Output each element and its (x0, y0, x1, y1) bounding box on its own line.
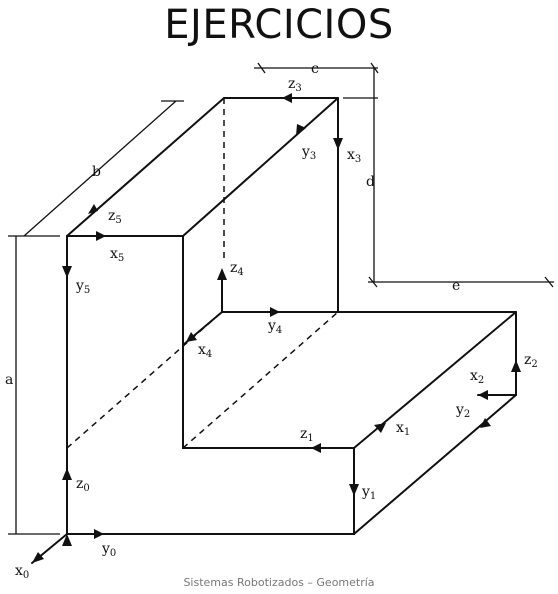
z2-subscript: 2 (531, 359, 537, 370)
svg-text:y2: y2 (455, 402, 470, 420)
dimension-label-c: c (311, 61, 319, 77)
x5-subscript: 5 (118, 253, 124, 264)
arrowhead (62, 534, 72, 546)
y1-subscript: 1 (370, 491, 376, 502)
arrowhead (282, 93, 292, 103)
frame-2: z2 x2 y2 (455, 352, 538, 428)
svg-text:y0: y0 (101, 541, 116, 559)
x1-subscript: 1 (404, 427, 410, 438)
svg-text:x3: x3 (347, 147, 361, 165)
y5-subscript: 5 (84, 285, 90, 296)
svg-text:x4: x4 (198, 342, 212, 360)
arrowhead (333, 138, 343, 150)
arrowhead (374, 423, 386, 433)
svg-text:x2: x2 (470, 368, 484, 386)
dimension-d: d (343, 68, 378, 282)
svg-text:z2: z2 (524, 352, 538, 370)
x3-subscript: 3 (355, 154, 361, 165)
z4-label: z (230, 260, 237, 276)
arrowhead (349, 484, 359, 496)
y0-subscript: 0 (110, 548, 116, 559)
z0-subscript: 0 (83, 483, 89, 494)
hidden-edges (66, 98, 339, 449)
x4-label: x (198, 342, 206, 358)
y3-label: y (301, 144, 310, 160)
x5-label: x (110, 246, 118, 262)
arrowhead (62, 468, 72, 480)
z1-label: z (300, 426, 307, 442)
y1-label: y (361, 484, 370, 500)
arrowhead (186, 332, 197, 342)
z5-label: z (108, 208, 115, 224)
z2-label: z (524, 352, 531, 368)
dimension-b: b (23, 100, 184, 237)
frame-0: z0 y0 x0 (15, 465, 116, 581)
z5-subscript: 5 (115, 215, 121, 226)
svg-text:y3: y3 (301, 144, 316, 162)
x0-subscript: 0 (23, 570, 29, 581)
page-title: EJERCICIOS (164, 2, 394, 48)
x4-subscript: 4 (206, 349, 212, 360)
y5-label: y (75, 278, 84, 294)
footer-caption: Sistemas Robotizados – Geometría (183, 576, 375, 589)
svg-text:y4: y4 (267, 318, 282, 336)
dimension-label-d: d (366, 174, 375, 190)
dimension-label-a: a (5, 372, 13, 388)
arrowhead (296, 124, 306, 136)
arrowhead (478, 390, 488, 400)
arrowhead (94, 529, 104, 539)
frame-5: z5 x5 y5 (62, 204, 124, 296)
frame-3: z3 y3 x3 (282, 76, 361, 165)
arrowhead (96, 231, 106, 241)
x3-label: x (347, 147, 355, 163)
svg-text:x5: x5 (110, 246, 124, 264)
arrowhead (480, 418, 491, 428)
z1-subscript: 1 (307, 433, 313, 444)
dimension-c: c (254, 61, 379, 77)
dimension-label-e: e (452, 278, 460, 294)
arrowhead (32, 552, 44, 563)
x2-label: x (470, 368, 478, 384)
arrowhead (62, 266, 72, 278)
arrowhead (311, 443, 321, 453)
frame-1: z1 y1 x1 (300, 420, 410, 502)
solid-edges (66, 97, 517, 535)
z3-subscript: 3 (295, 83, 301, 94)
svg-text:y5: y5 (75, 278, 90, 296)
dimension-e: e (368, 276, 554, 294)
y3-subscript: 3 (310, 151, 316, 162)
svg-text:z1: z1 (300, 426, 314, 444)
y2-subscript: 2 (464, 409, 470, 420)
svg-text:z4: z4 (230, 260, 244, 278)
svg-text:z3: z3 (288, 76, 302, 94)
svg-text:y1: y1 (361, 484, 376, 502)
svg-text:z5: z5 (108, 208, 122, 226)
z4-subscript: 4 (237, 267, 243, 278)
svg-text:x1: x1 (396, 420, 410, 438)
arrowhead (217, 268, 227, 280)
z3-label: z (288, 76, 295, 92)
y0-label: y (101, 541, 110, 557)
arrowhead (270, 307, 280, 317)
y4-subscript: 4 (276, 325, 282, 336)
x2-subscript: 2 (478, 375, 484, 386)
x1-label: x (396, 420, 404, 436)
svg-text:x0: x0 (15, 563, 29, 581)
z0-label: z (76, 476, 83, 492)
y4-label: y (267, 318, 276, 334)
arrowhead (88, 204, 98, 214)
dimension-label-b: b (92, 164, 101, 180)
svg-text:z0: z0 (76, 476, 90, 494)
x0-label: x (15, 563, 23, 579)
dimension-a: a (5, 235, 60, 535)
frame-4: z4 y4 x4 (186, 260, 282, 360)
arrowhead (511, 360, 521, 372)
y2-label: y (455, 402, 464, 418)
